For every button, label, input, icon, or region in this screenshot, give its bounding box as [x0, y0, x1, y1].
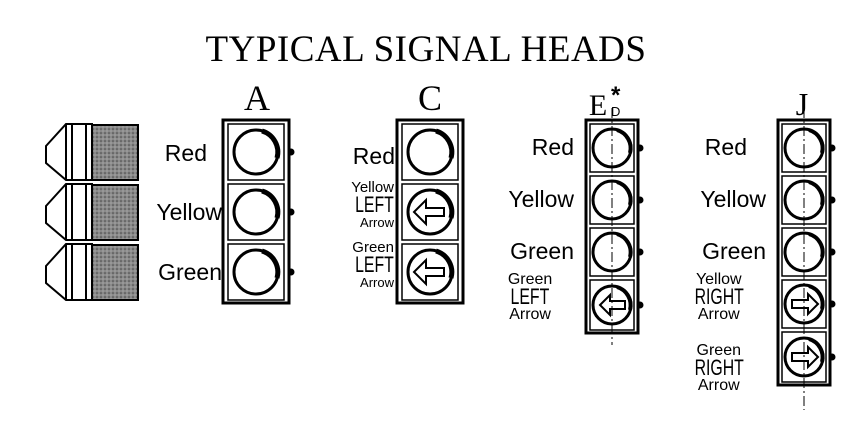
head-j-yellow-right-line1: Yellow [695, 271, 742, 288]
head-j-letter: J [795, 86, 809, 122]
head-e-label-yellow: Yellow [508, 186, 574, 212]
head-j-label-yellow-right: Yellow RIGHT Arrow [685, 271, 753, 323]
head-j-label-red: Red [704, 134, 747, 160]
head-j-green-right-line2: RIGHT [694, 355, 744, 380]
head-c-green-left-line3: Arrow [360, 275, 394, 290]
head-e-sub: D [611, 104, 621, 119]
left-arrow-icon [412, 257, 445, 287]
signal-head-j [776, 118, 836, 387]
side-view-signal [45, 123, 139, 301]
left-arrow-icon [598, 292, 626, 318]
head-j-label-yellow: Yellow [700, 186, 766, 212]
left-arrow-icon [412, 197, 445, 227]
signal-head-e [584, 118, 644, 335]
head-j-label-green: Green [702, 238, 766, 264]
head-c-letter: C [417, 78, 442, 118]
head-a-label-yellow: Yellow [156, 199, 222, 225]
head-c-green-left-line2: LEFT [355, 252, 394, 277]
head-c-yellow-left-line2: LEFT [355, 192, 394, 217]
head-c-label-green-left: Green LEFT Arrow [340, 240, 394, 290]
head-e-label-green: Green [510, 238, 574, 264]
head-e-letter: E [588, 89, 608, 122]
head-j-green-right-line1: Green [696, 342, 741, 359]
head-j-label-green-right: Green RIGHT Arrow [685, 342, 753, 394]
head-e-green-left-line3: Arrow [509, 306, 551, 323]
head-a-label-green: Green [158, 259, 222, 285]
head-j-green-right-line3: Arrow [697, 377, 740, 394]
head-e-green-left-line2: LEFT [510, 284, 550, 309]
head-j-yellow-right-line2: RIGHT [694, 284, 744, 309]
right-arrow-icon [791, 344, 820, 370]
head-e-label-green-left: Green LEFT Arrow [503, 271, 557, 323]
diagram-title: TYPICAL SIGNAL HEADS [205, 29, 647, 70]
head-c-yellow-left-line1: Yellow [351, 179, 394, 196]
head-e-green-left-line1: Green [507, 271, 553, 288]
head-e-label-red: Red [531, 134, 574, 160]
side-view-visor-yellow [45, 183, 139, 241]
head-j-yellow-right-line3: Arrow [697, 306, 740, 323]
head-c-label-yellow-left: Yellow LEFT Arrow [340, 180, 394, 230]
signal-head-a [221, 118, 295, 305]
side-view-visor-green [45, 243, 139, 301]
head-e-star: * [611, 82, 621, 109]
head-a-letter: A [244, 78, 270, 118]
signal-head-c [395, 118, 465, 305]
head-c-label-red: Red [352, 143, 395, 169]
side-view-visor-red [45, 123, 139, 181]
right-arrow-icon [791, 291, 820, 317]
head-c-green-left-line1: Green [352, 239, 394, 256]
head-a-label-red: Red [164, 140, 207, 166]
head-c-yellow-left-line3: Arrow [360, 215, 394, 230]
